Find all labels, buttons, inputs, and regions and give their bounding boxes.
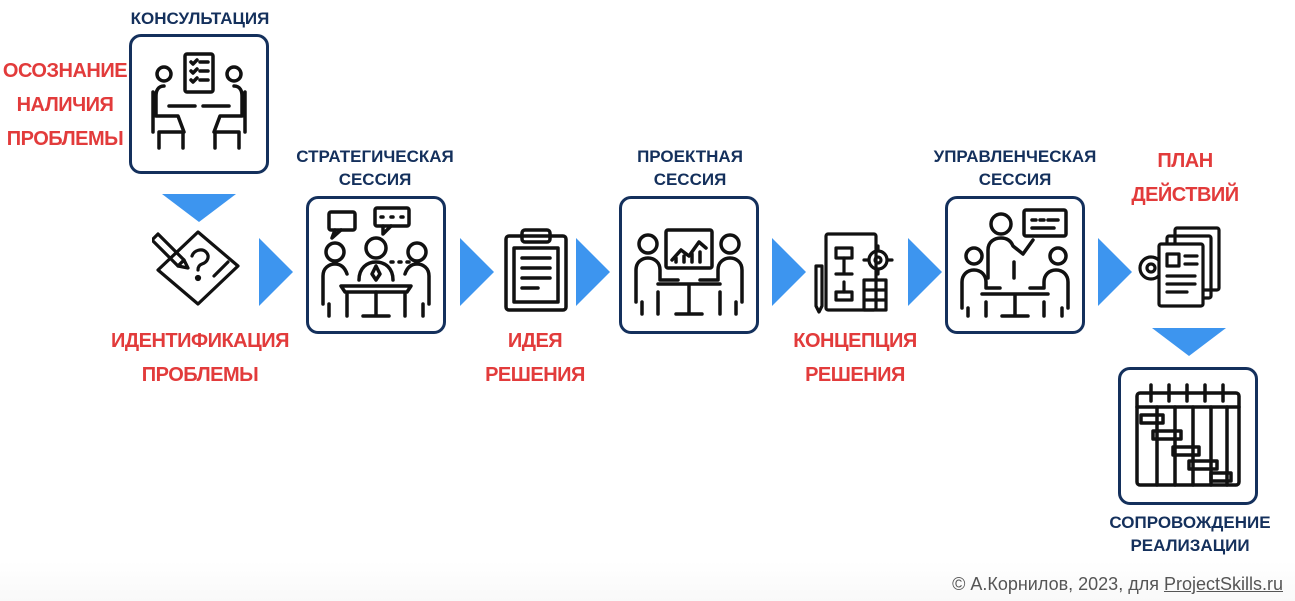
stage-icon-solution-concept	[810, 226, 896, 314]
projectskills-link[interactable]: ProjectSkills.ru	[1163, 574, 1283, 594]
strategic-meeting-icon	[321, 206, 431, 318]
copyright-text: © А.Корнилов, 2023, для	[952, 574, 1159, 594]
label-action-plan: ПЛАН ДЕЙСТВИЙ	[1131, 150, 1239, 206]
label-project-session: ПРОЕКТНАЯ СЕССИЯ	[637, 147, 743, 189]
label-strategic-session: СТРАТЕГИЧЕСКАЯ СЕССИЯ	[296, 147, 454, 189]
stage-icon-problem-identification	[152, 226, 244, 310]
label-problem-identification: ИДЕНТИФИКАЦИЯ ПРОБЛЕМЫ	[111, 330, 289, 386]
stage-box-strategic-session	[306, 196, 446, 334]
label-solution-idea: ИДЕЯ РЕШЕНИЯ	[485, 330, 585, 386]
label-consultation: КОНСУЛЬТАЦИЯ	[130, 9, 270, 28]
footer-fade	[0, 561, 1295, 601]
problem-identification-icon	[152, 230, 240, 306]
stage-icon-action-plan	[1135, 222, 1225, 312]
stage-box-project-session	[619, 196, 759, 334]
clipboard-icon	[504, 228, 568, 312]
stage-icon-solution-idea	[502, 226, 570, 314]
stage-box-implementation-support	[1118, 367, 1258, 505]
label-solution-concept: КОНЦЕПЦИЯ РЕШЕНИЯ	[793, 330, 917, 386]
arrow-right-5	[908, 238, 942, 306]
manager-presentation-icon	[960, 208, 1070, 318]
stage-box-managerial-session	[945, 196, 1085, 334]
arrow-down-2	[1152, 328, 1226, 356]
action-plan-documents-icon	[1138, 226, 1221, 308]
project-presentation-icon	[634, 228, 744, 316]
gantt-chart-icon	[1135, 383, 1241, 487]
arrow-right-4	[772, 238, 806, 306]
consultation-icon	[151, 52, 247, 150]
arrow-down-1	[162, 194, 236, 222]
label-managerial-session: УПРАВЛЕНЧЕСКАЯ СЕССИЯ	[933, 147, 1097, 189]
arrow-right-6	[1098, 238, 1132, 306]
label-implementation-support: СОПРОВОЖДЕНИЕ РЕАЛИЗАЦИИ	[1109, 513, 1271, 555]
flowchart-document-icon	[814, 232, 894, 314]
arrow-right-1	[259, 238, 293, 306]
arrow-right-3	[576, 238, 610, 306]
stage-box-consultation	[129, 34, 269, 174]
arrow-right-2	[460, 238, 494, 306]
copyright-note: © А.Корнилов, 2023, для ProjectSkills.ru	[952, 574, 1283, 595]
label-problem-awareness: ОСОЗНАНИЕ НАЛИЧИЯ ПРОБЛЕМЫ	[2, 60, 128, 150]
